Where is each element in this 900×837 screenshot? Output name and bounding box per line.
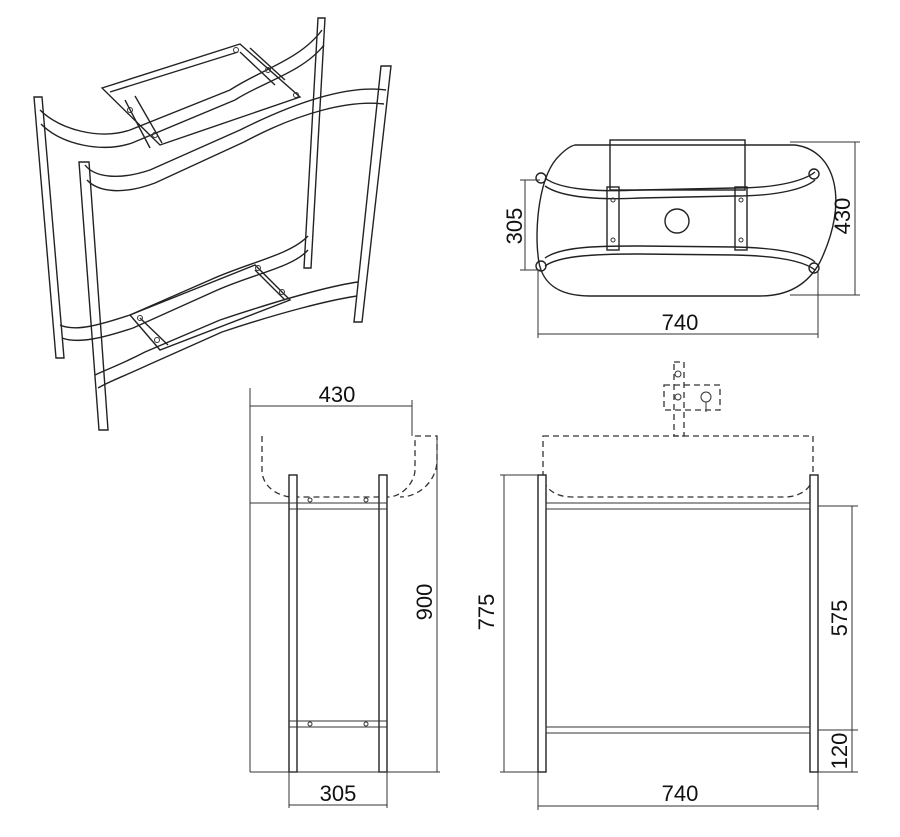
side-view: 430 900 305 <box>249 382 440 808</box>
isometric-view <box>33 17 392 431</box>
top-view: 305 430 740 <box>502 139 860 338</box>
front-view-width-label: 740 <box>662 781 699 806</box>
side-view-height-label: 900 <box>412 584 437 621</box>
front-view-frame-height-label: 575 <box>827 600 852 637</box>
front-view-total-height-label: 775 <box>474 594 499 631</box>
side-view-bottom-width-label: 305 <box>320 781 357 806</box>
top-view-depth-label: 305 <box>502 208 527 245</box>
side-view-top-width-label: 430 <box>319 382 356 407</box>
front-view: 775 575 120 740 <box>474 361 858 810</box>
front-view-bottom-height-label: 120 <box>827 733 852 770</box>
top-view-width-label: 430 <box>830 198 855 235</box>
top-view-length-label: 740 <box>662 310 699 335</box>
